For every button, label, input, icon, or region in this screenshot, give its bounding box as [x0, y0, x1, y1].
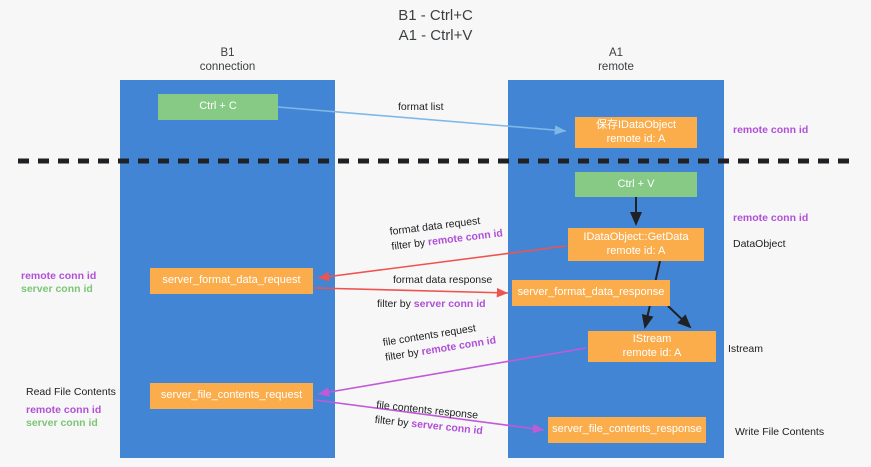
node-istream[interactable]: IStream remote id: A	[588, 331, 716, 362]
node-ctrl-v-label: Ctrl + V	[617, 177, 655, 190]
node-server-file-contents-response[interactable]: server_file_contents_response	[548, 417, 706, 443]
filter-prefix: filter by	[374, 413, 412, 430]
column-header-b1: B1 connection	[199, 47, 256, 73]
edge-label-format-list: format list	[398, 101, 444, 113]
annotation-left-mid-remote-conn-id: remote conn id	[21, 270, 97, 282]
node-server-format-data-request[interactable]: server_format_data_request	[150, 268, 313, 294]
node-ctrl-c-label: Ctrl + C	[199, 100, 237, 113]
annotation-right-dataobject: DataObject	[733, 238, 786, 250]
node-ctrl-v[interactable]: Ctrl + V	[575, 172, 697, 197]
node-idataobject-getdata-subtitle: remote id: A	[606, 244, 666, 257]
annotation-left-read-file-contents: Read File Contents	[26, 386, 116, 398]
node-server-format-data-response[interactable]: server_format_data_response	[512, 280, 670, 306]
node-ctrl-c[interactable]: Ctrl + C	[158, 94, 278, 120]
node-save-idataobject-label: 保存IDataObject	[595, 119, 677, 131]
edge-format-data-response	[314, 287, 509, 298]
annotation-left-bot-remote-conn-id: remote conn id	[26, 404, 102, 416]
edge-response-to-istream	[667, 305, 692, 329]
filter-prefix: filter by	[377, 298, 414, 310]
node-server-format-data-request-label: server_format_data_request	[162, 274, 301, 287]
node-save-idataobject-subtitle: remote id: A	[606, 132, 666, 145]
edge-format-data-request	[317, 245, 567, 282]
annotation-left-mid-server-conn-id: server conn id	[21, 283, 93, 295]
node-server-format-data-response-label: server_format_data_response	[517, 286, 665, 299]
annotation-right-write-file-contents: Write File Contents	[735, 426, 825, 438]
column-header-a1: A1 remote	[598, 47, 634, 73]
node-idataobject-getdata[interactable]: IDataObject::GetData remote id: A	[568, 228, 704, 261]
annotation-right-top-remote-conn-id: remote conn id	[733, 124, 809, 136]
edge-file-contents-response	[314, 399, 545, 434]
node-server-file-contents-request[interactable]: server_file_contents_request	[150, 383, 313, 409]
edge-label-format-data-response: format data response	[393, 274, 493, 286]
node-server-file-contents-request-label: server_file_contents_request	[160, 389, 303, 402]
filter-key-server-conn-id: server conn id	[413, 298, 486, 310]
edge-label-format-data-response-filter: filter by server conn id	[377, 298, 486, 311]
node-idataobject-getdata-label: IDataObject::GetData	[583, 231, 689, 243]
node-istream-label: IStream	[632, 333, 672, 345]
node-istream-subtitle: remote id: A	[622, 346, 682, 359]
node-save-idataobject[interactable]: 保存IDataObject remote id: A	[575, 117, 697, 148]
annotation-left-bot-server-conn-id: server conn id	[26, 417, 98, 429]
page-title: B1 - Ctrl+C A1 - Ctrl+V	[398, 7, 473, 44]
annotation-right-istream: Istream	[728, 343, 764, 355]
annotation-right-mid-remote-conn-id: remote conn id	[733, 212, 809, 224]
node-server-file-contents-response-label: server_file_contents_response	[552, 423, 702, 436]
edge-format-list	[277, 106, 567, 135]
edge-file-contents-request	[317, 347, 587, 397]
